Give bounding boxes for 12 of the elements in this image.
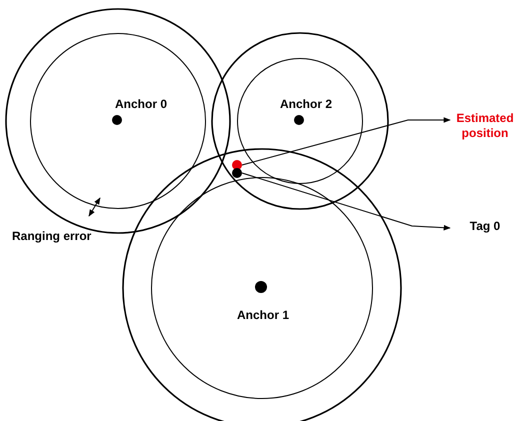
leader-line [242,117,451,166]
leader-line [242,172,451,230]
position-dot [232,168,242,178]
range-circle [30,33,206,209]
callout-label: Tag 0 [452,219,518,234]
callout-label: Estimated position [452,111,518,141]
position-dot [232,160,242,170]
anchor-label: Anchor 1 [237,308,289,322]
dimension-label: Ranging error [12,229,92,243]
range-circle [151,177,373,399]
anchor-label: Anchor 0 [115,97,167,111]
anchor-label: Anchor 2 [280,97,332,111]
